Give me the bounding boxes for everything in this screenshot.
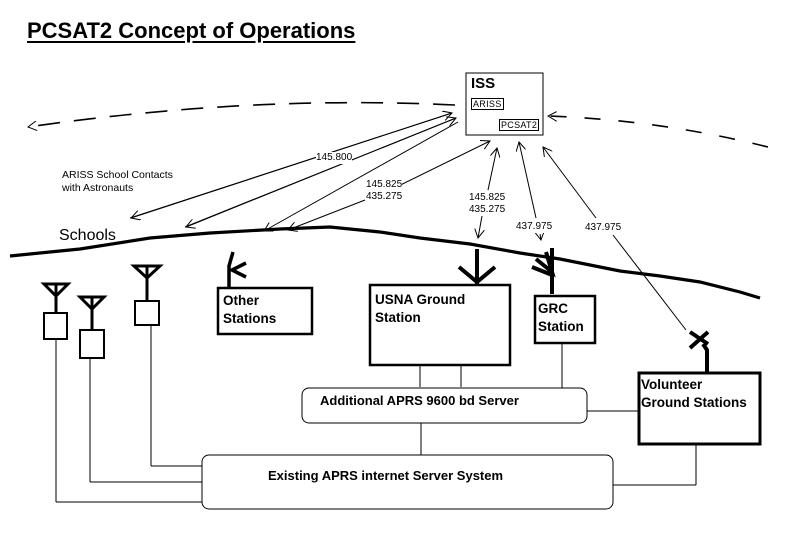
grc-station-label-1: GRC: [538, 301, 568, 316]
freq-label-school: 145.800: [316, 152, 353, 164]
volunteer-antenna: [688, 330, 710, 372]
orbit-path-right: [548, 116, 769, 148]
horizon-line: [9, 225, 761, 300]
orbit-path-left: [28, 101, 456, 127]
usna-antenna: [457, 249, 497, 285]
uplink-arrow-usna: [487, 148, 497, 191]
usna-station-box: [368, 283, 512, 367]
grc-station-box: [533, 294, 597, 345]
grc-station-label: GRC Station: [538, 300, 584, 336]
freq-label-other-1: 145.825: [366, 179, 403, 190]
volunteer-station-label-1: Volunteer: [641, 377, 703, 392]
pcsat2-payload-label: PCSAT2: [499, 119, 540, 131]
link-line-volunteer: [543, 147, 597, 219]
other-stations-label-2: Stations: [223, 311, 277, 326]
downlink-arrow-usna: [478, 215, 482, 238]
freq-label-volunteer: 437.975: [585, 222, 622, 234]
downlink-arrow-school-2: [186, 117, 457, 227]
grc-antenna: [531, 248, 556, 294]
school-contacts-note: ARISS School Contacts with Astronauts: [62, 169, 173, 195]
usna-station-label-1: USNA Ground: [375, 292, 466, 307]
downlink-arrow-other-2: [288, 199, 366, 230]
school-antenna-2: [76, 295, 202, 483]
existing-server-box: [201, 454, 614, 510]
freq-label-usna: 145.825 435.275: [469, 192, 506, 216]
iss-box: [465, 72, 544, 136]
grc-station-label-2: Station: [538, 319, 584, 334]
schools-label: Schools: [59, 227, 116, 244]
link-line-grc: [519, 142, 537, 219]
other-stations-label: Other Stations: [223, 292, 276, 328]
downlink-arrow-other: [264, 121, 459, 231]
other-stations-label-1: Other: [223, 293, 260, 308]
existing-server-label: Existing APRS internet Server System: [268, 468, 504, 483]
additional-server-label: Additional APRS 9600 bd Server: [320, 393, 519, 408]
school-antenna-3: [130, 264, 202, 467]
iss-label: ISS: [471, 75, 496, 92]
page-title: PCSAT2 Concept of Operations: [27, 18, 356, 43]
volunteer-station-box: [637, 371, 762, 446]
freq-label-usna-1: 145.825: [469, 192, 506, 203]
freq-label-grc: 437.975: [516, 221, 553, 233]
school-antenna-1: [40, 282, 202, 503]
school-contacts-note-line-1: ARISS School Contacts: [62, 169, 173, 181]
additional-server-box: [301, 387, 588, 424]
freq-label-other-2: 435.275: [366, 191, 403, 202]
freq-label-usna-2: 435.275: [469, 204, 506, 215]
volunteer-station-label-2: Ground Stations: [641, 395, 747, 410]
freq-label-other: 145.825 435.275: [366, 179, 403, 203]
school-contacts-note-line-2: with Astronauts: [62, 182, 134, 194]
usna-station-label: USNA Ground Station: [375, 291, 465, 327]
downlink-arrow-grc: [540, 234, 541, 240]
link-line-volunteer-lower: [612, 234, 687, 331]
ariss-payload-label: ARISS: [471, 98, 504, 110]
usna-station-label-2: Station: [375, 310, 421, 325]
other-stations-antenna: [227, 251, 247, 287]
volunteer-station-label: Volunteer Ground Stations: [641, 376, 747, 412]
downlink-arrow-school-1: [131, 112, 453, 218]
other-stations-box: [216, 286, 314, 336]
